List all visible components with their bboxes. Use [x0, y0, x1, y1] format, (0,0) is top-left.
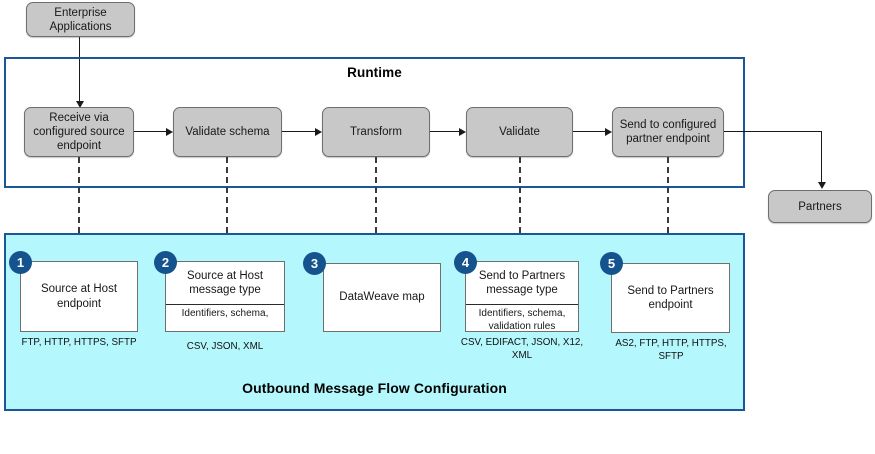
config-card-2-caption: CSV, JSON, XML [186, 341, 264, 352]
connector-receive-to-validate-schema [134, 131, 166, 133]
connector-send-to-partners-arrowhead [817, 182, 826, 189]
config-card-4-badge-number: 4 [461, 255, 470, 270]
node-receive-via-configured-source-endpoint: Receive via configured source endpoint [24, 107, 134, 157]
node-enterprise-applications-label: Enterprise Applications [49, 6, 112, 33]
node-transform: Transform [322, 107, 430, 157]
dashed-link-step2-to-card2 [226, 157, 228, 263]
runtime-title: Runtime [347, 65, 402, 80]
config-card-4-caption: CSV, EDIFACT, JSON, X12, XML [460, 337, 584, 361]
config-card-4-title: Send to Partners message type [478, 269, 566, 297]
runtime-container [4, 57, 745, 188]
config-card-5-title: Send to Partners endpoint [627, 284, 714, 312]
connector-send-to-partners-vertical [821, 131, 823, 184]
dashed-link-step4-to-card4 [519, 157, 521, 263]
node-enterprise-applications: Enterprise Applications [26, 2, 135, 37]
connector-enterprise-to-receive-arrowhead [75, 101, 84, 108]
node-validate-schema: Validate schema [173, 107, 282, 157]
config-card-send-to-partners-endpoint: Send to Partners endpoint [611, 263, 730, 333]
connector-receive-to-validate-schema-arrowhead [166, 127, 173, 136]
connector-validate-to-send [573, 131, 605, 133]
config-card-1-badge: 1 [9, 251, 32, 274]
node-send-to-configured-partner-endpoint: Send to configured partner endpoint [612, 107, 724, 157]
dashed-link-step3-to-card3 [375, 157, 377, 263]
config-card-5-caption: AS2, FTP, HTTP, HTTPS, SFTP [615, 338, 727, 362]
node-validate: Validate [466, 107, 573, 157]
config-card-1-caption: FTP, HTTP, HTTPS, SFTP [21, 337, 137, 348]
node-receive-label: Receive via configured source endpoint [33, 112, 125, 152]
config-card-4-badge: 4 [454, 251, 477, 274]
config-card-2-title: Source at Host message type [186, 269, 264, 297]
dashed-link-step1-to-card1 [78, 157, 80, 263]
config-card-5-badge: 5 [600, 252, 623, 275]
node-partners: Partners [768, 190, 872, 223]
configuration-title: Outbound Message Flow Configuration [242, 380, 507, 396]
config-card-1-title: Source at Host endpoint [40, 283, 118, 310]
connector-transform-to-validate [430, 131, 459, 133]
node-partners-label: Partners [798, 200, 842, 213]
config-card-2-badge: 2 [154, 251, 177, 274]
config-card-2-detail: Identifiers, schema, [166, 304, 284, 322]
connector-validate-schema-to-transform [282, 131, 315, 133]
config-card-3-title: DataWeave map [339, 291, 425, 304]
node-transform-label: Transform [350, 126, 402, 138]
config-card-source-at-host-message-type: Source at Host message type Identifiers,… [165, 261, 285, 332]
config-card-5-badge-number: 5 [607, 256, 616, 271]
connector-enterprise-to-receive [79, 37, 81, 103]
config-card-dataweave-map: DataWeave map [323, 263, 441, 332]
config-card-3-badge: 3 [303, 252, 326, 275]
connector-send-to-partners-horizontal [724, 131, 822, 133]
config-card-send-to-partners-message-type: Send to Partners message type Identifier… [465, 261, 579, 332]
config-card-4-detail: Identifiers, schema, validation rules [466, 304, 578, 335]
dashed-link-step5-to-card5 [667, 157, 669, 263]
config-card-1-badge-number: 1 [16, 255, 25, 270]
connector-validate-schema-to-transform-arrowhead [315, 127, 322, 136]
connector-transform-to-validate-arrowhead [459, 127, 466, 136]
config-card-source-at-host-endpoint: Source at Host endpoint [20, 261, 138, 332]
connector-validate-to-send-arrowhead [605, 127, 612, 136]
config-card-3-badge-number: 3 [310, 256, 319, 271]
node-send-to-configured-partner-label: Send to configured partner endpoint [619, 119, 717, 145]
config-card-2-badge-number: 2 [161, 255, 170, 270]
node-validate-label: Validate [499, 126, 540, 138]
node-validate-schema-label: Validate schema [185, 126, 270, 138]
